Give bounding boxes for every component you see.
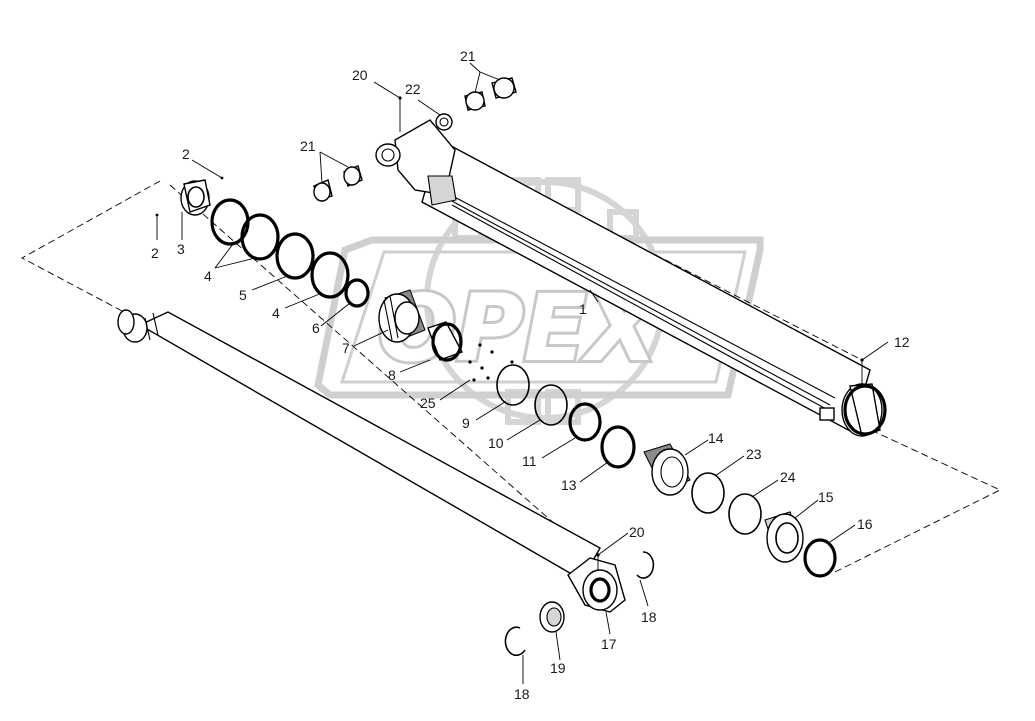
callout-21-top: 21 [460,48,476,64]
callout-1: 1 [579,301,587,317]
seal-rings-part-23-24 [691,472,762,535]
callout-2-top: 2 [182,146,190,162]
callout-25: 25 [420,395,436,411]
bushings-top-part-21-22 [435,77,517,131]
callout-24: 24 [780,469,796,485]
seal-rings-part-4-5-6 [210,198,370,308]
callout-6: 6 [312,320,320,336]
callout-4-a: 4 [204,268,212,284]
piston-ring-part-8 [427,321,463,362]
ring-part-16 [803,538,837,578]
callout-13: 13 [561,477,577,493]
callout-12: 12 [894,334,910,350]
bearing-part-19 [539,601,565,633]
circlips-part-18 [504,551,655,657]
callout-8: 8 [388,367,396,383]
callout-18-bottom: 18 [514,686,530,702]
cylinder-barrel-part-1 [375,119,871,434]
callout-10: 10 [488,435,504,451]
callout-4-b: 4 [272,305,280,321]
callout-3: 3 [177,241,185,257]
callout-9: 9 [462,415,470,431]
callout-20-top: 20 [352,67,368,83]
callout-16: 16 [857,516,873,532]
callout-17: 17 [601,636,617,652]
callout-22: 22 [405,81,421,97]
dots-part-25 [468,343,514,382]
gland-nut-part-3 [180,179,211,216]
callout-15: 15 [818,489,834,505]
callout-21-left: 21 [300,138,316,154]
callout-14: 14 [708,430,724,446]
guide-bush-part-15 [764,511,804,563]
rod-eye-part-17 [567,557,626,613]
callout-20-bottom: 20 [629,524,645,540]
callout-7: 7 [342,340,350,356]
seal-rings-part-9-10-11-13 [496,364,636,469]
piston-rod [117,309,601,581]
bushings-left-part-21 [313,165,363,202]
leader-lines [155,62,889,684]
callout-11: 11 [522,453,537,469]
barrel-end-ring-part-12 [841,383,887,437]
callout-2-bottom: 2 [151,245,159,261]
callout-5: 5 [239,287,247,303]
callout-18-right: 18 [641,609,657,625]
callout-23: 23 [746,446,762,462]
callout-labels: 20 22 21 21 2 2 3 4 5 4 6 7 8 25 1 12 9 … [151,48,910,702]
guide-ring-part-14 [643,443,691,496]
callout-19: 19 [550,660,566,676]
